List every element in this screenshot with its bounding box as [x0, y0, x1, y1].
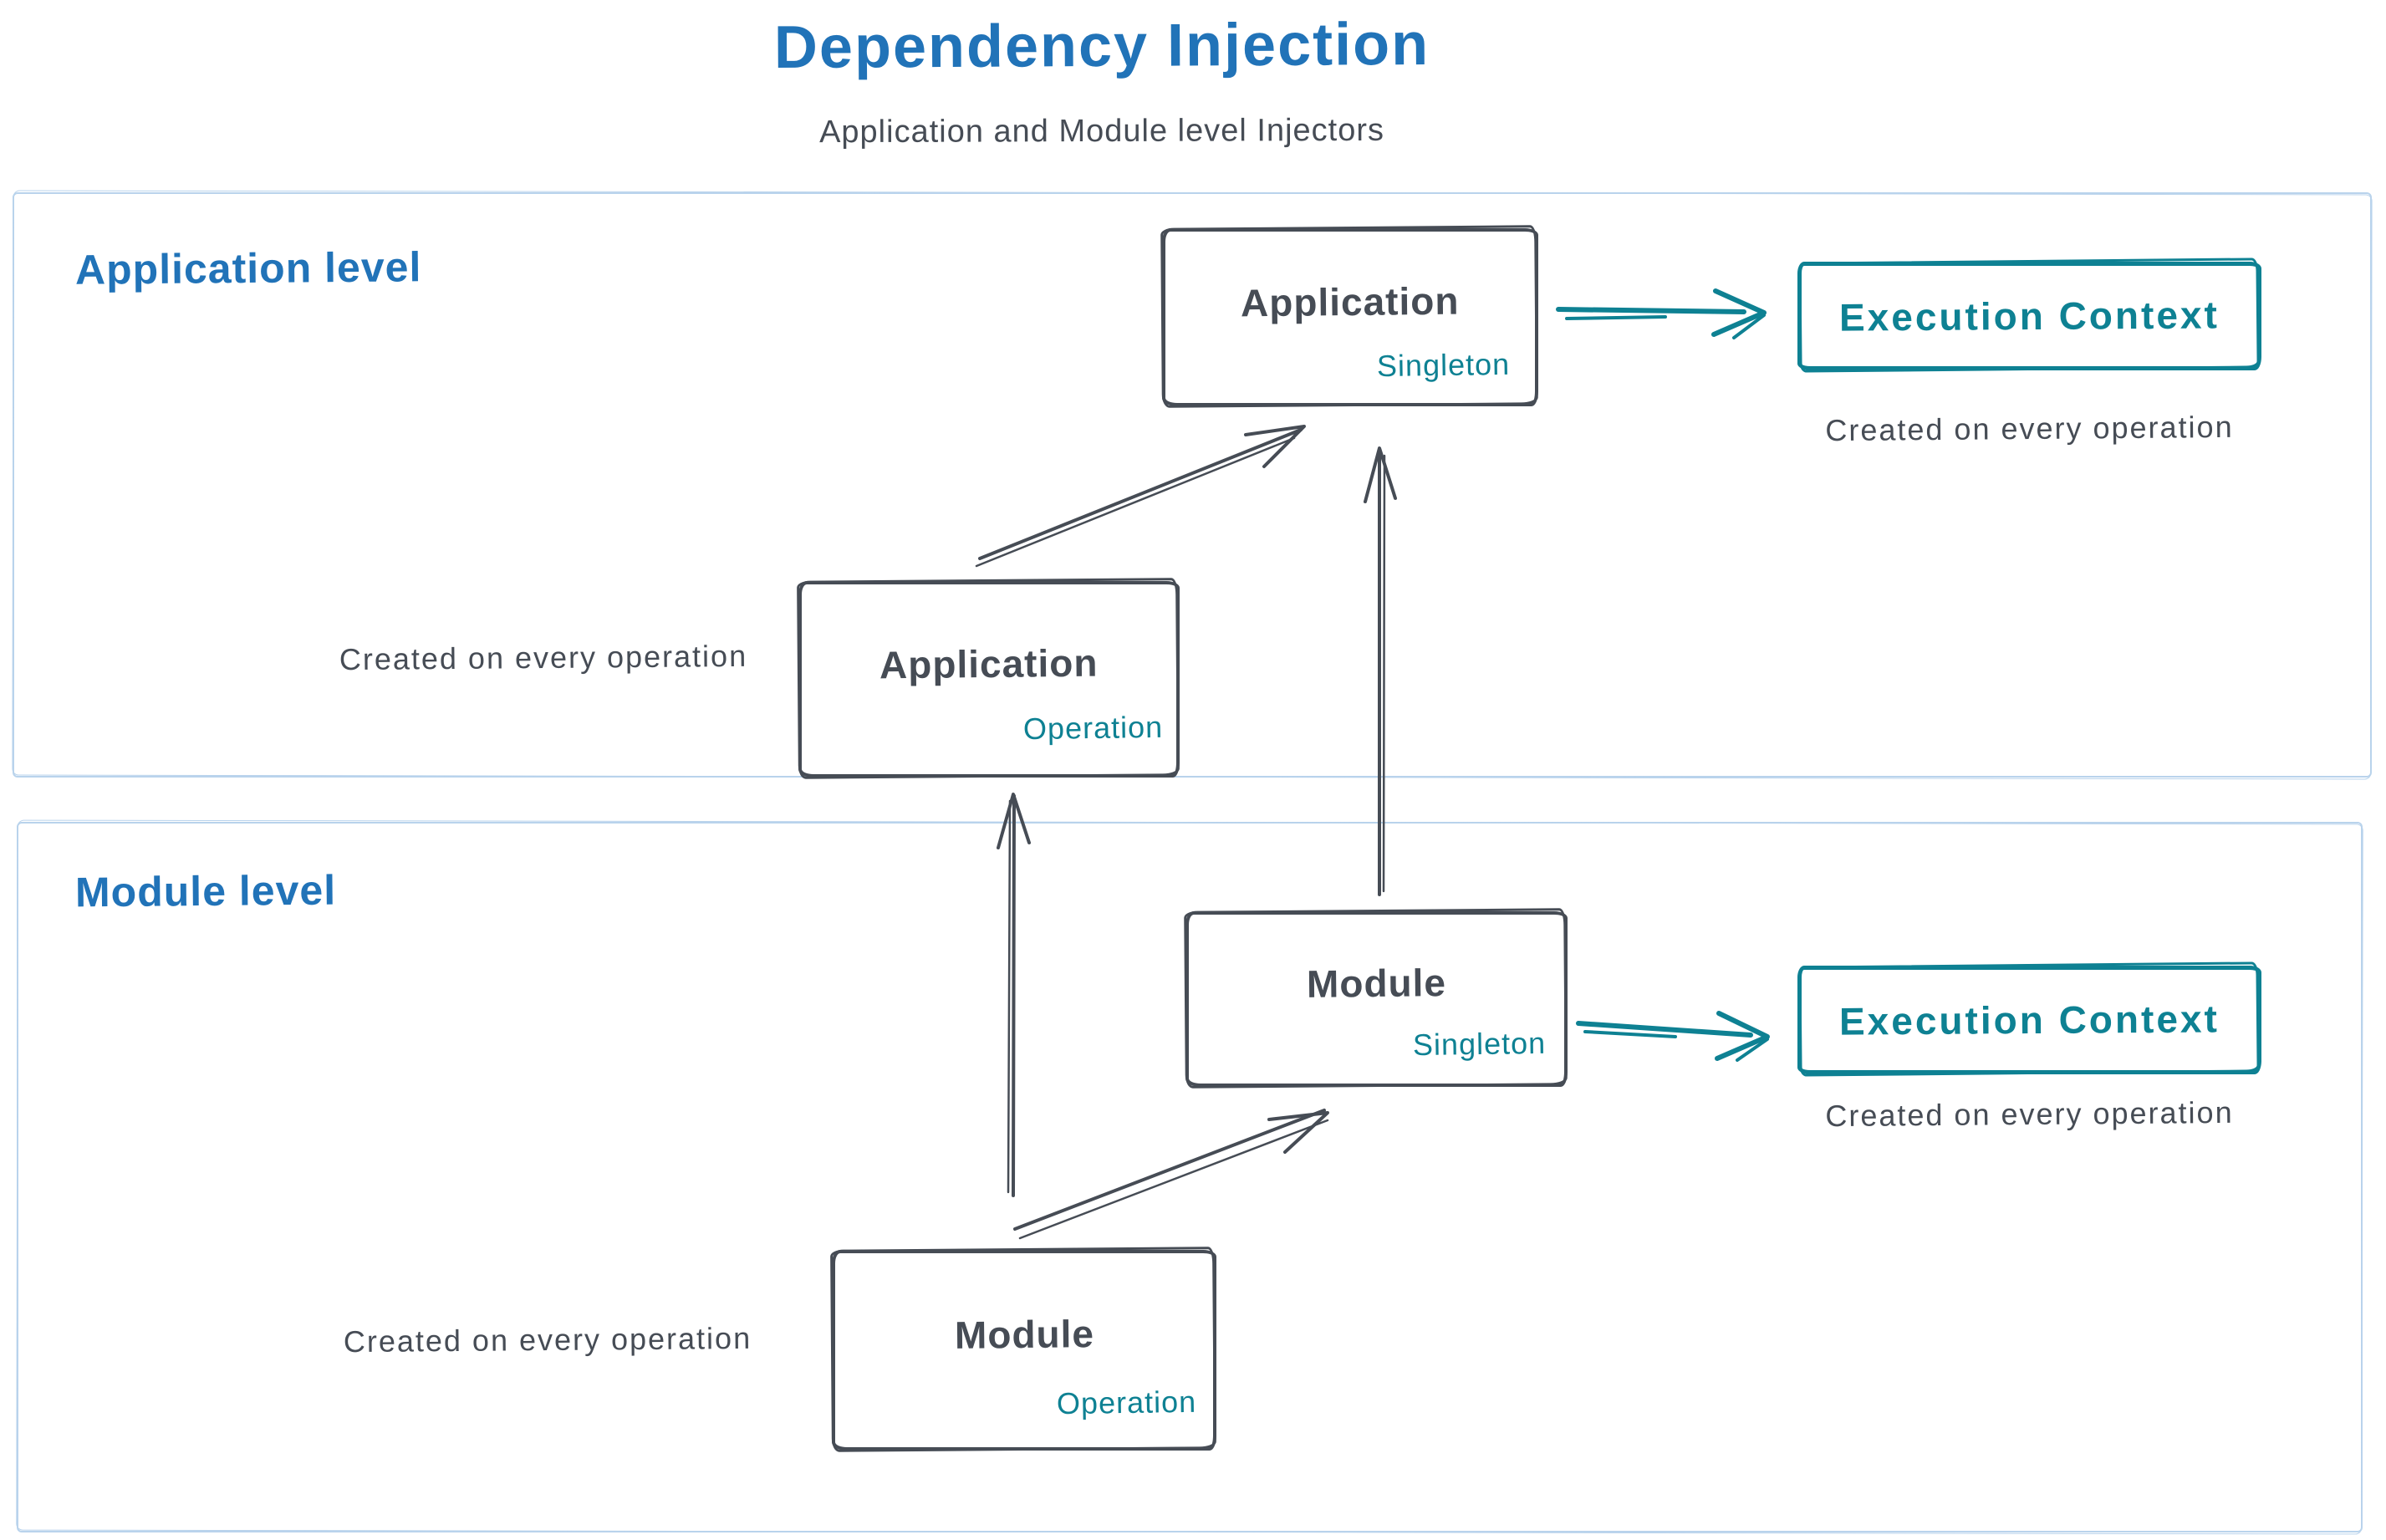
box-title: Module: [954, 1312, 1094, 1357]
application-singleton-box: Application Singleton: [1162, 228, 1538, 406]
box-title: Application: [1241, 278, 1460, 324]
caption-app-operation: Created on every operation: [339, 638, 748, 677]
box-tag: Operation: [1056, 1384, 1197, 1421]
application-level-frame: Application level: [13, 192, 2372, 778]
module-singleton-box: Module Singleton: [1185, 911, 1568, 1087]
box-title: Module: [1306, 961, 1447, 1006]
application-level-label: Application level: [74, 243, 422, 293]
application-operation-box: Application Operation: [798, 581, 1180, 778]
caption-module-execution-context: Created on every operation: [1825, 1094, 2234, 1134]
execution-context-box-application: Execution Context: [1797, 262, 2261, 370]
module-level-label: Module level: [74, 866, 337, 916]
diagram-subtitle: Application and Module level Injectors: [818, 112, 1385, 150]
execution-context-box-module: Execution Context: [1797, 966, 2261, 1074]
module-operation-box: Module Operation: [832, 1250, 1216, 1451]
execution-context-label: Execution Context: [1838, 293, 2220, 339]
box-tag: Operation: [1022, 709, 1164, 747]
module-level-frame: Module level: [17, 822, 2363, 1532]
caption-module-operation: Created on every operation: [343, 1320, 752, 1359]
caption-app-execution-context: Created on every operation: [1825, 409, 2234, 448]
box-tag: Singleton: [1412, 1025, 1547, 1063]
box-tag: Singleton: [1376, 346, 1511, 384]
execution-context-label: Execution Context: [1838, 997, 2220, 1043]
diagram-title: Dependency Injection: [773, 10, 1430, 82]
box-title: Application: [879, 640, 1099, 686]
